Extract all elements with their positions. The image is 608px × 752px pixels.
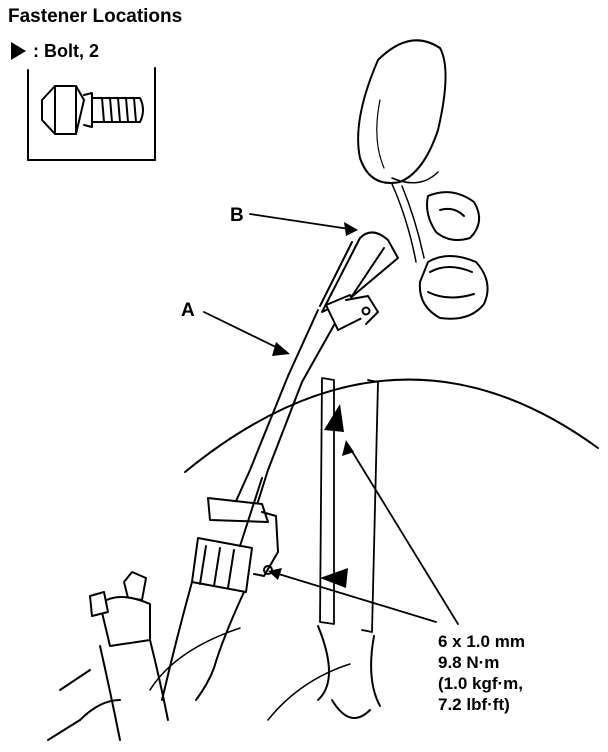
legend: : Bolt, 2: [8, 40, 99, 62]
callout-a: A: [181, 300, 195, 321]
spec-size: 6 x 1.0 mm: [438, 632, 525, 651]
bolt-location-marker: [320, 568, 348, 588]
lower-bracket: [47, 571, 169, 741]
reservoir-tank: [357, 39, 447, 184]
leader-spec-lower: [271, 571, 437, 623]
spec-torque-nm: 9.8 N·m: [438, 653, 500, 672]
bolt-location-marker: [324, 404, 344, 432]
hose-lower: [161, 375, 303, 701]
bolt-marker-icon: [11, 42, 26, 61]
hose-connector: [391, 183, 489, 320]
body-arc: [184, 378, 599, 473]
leader-a: [203, 311, 287, 353]
spec-torque-lbfft: 7.2 lbf·ft): [438, 695, 510, 714]
hose-a: [287, 231, 399, 383]
bolt-icon: [41, 85, 144, 135]
bolt-sample-frame: [27, 67, 156, 161]
strut: [317, 377, 381, 719]
leader-b: [249, 213, 357, 231]
callout-b: B: [230, 205, 244, 226]
spec-torque-kgfm: (1.0 kgf·m,: [438, 674, 524, 693]
page-title: Fastener Locations: [8, 6, 183, 27]
torque-spec: 6 x 1.0 mm 9.8 N·m (1.0 kgf·m, 7.2 lbf·f…: [438, 631, 525, 715]
leader-spec-upper: [349, 447, 459, 625]
legend-label: : Bolt, 2: [33, 40, 100, 61]
